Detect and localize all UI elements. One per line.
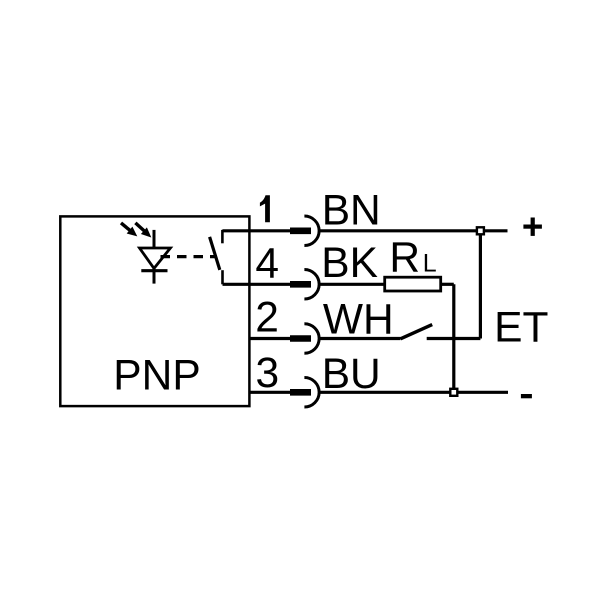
svg-text:BU: BU [322,351,381,398]
svg-text:3: 3 [256,350,280,397]
svg-text:ET: ET [494,304,548,351]
svg-text:BK: BK [321,240,378,287]
svg-text:PNP: PNP [113,353,200,400]
svg-text:R: R [389,234,420,281]
svg-text:WH: WH [323,296,394,343]
svg-text:2: 2 [255,294,279,341]
svg-text:L: L [423,249,437,277]
svg-text:4: 4 [255,241,279,288]
svg-text:BN: BN [322,187,381,234]
